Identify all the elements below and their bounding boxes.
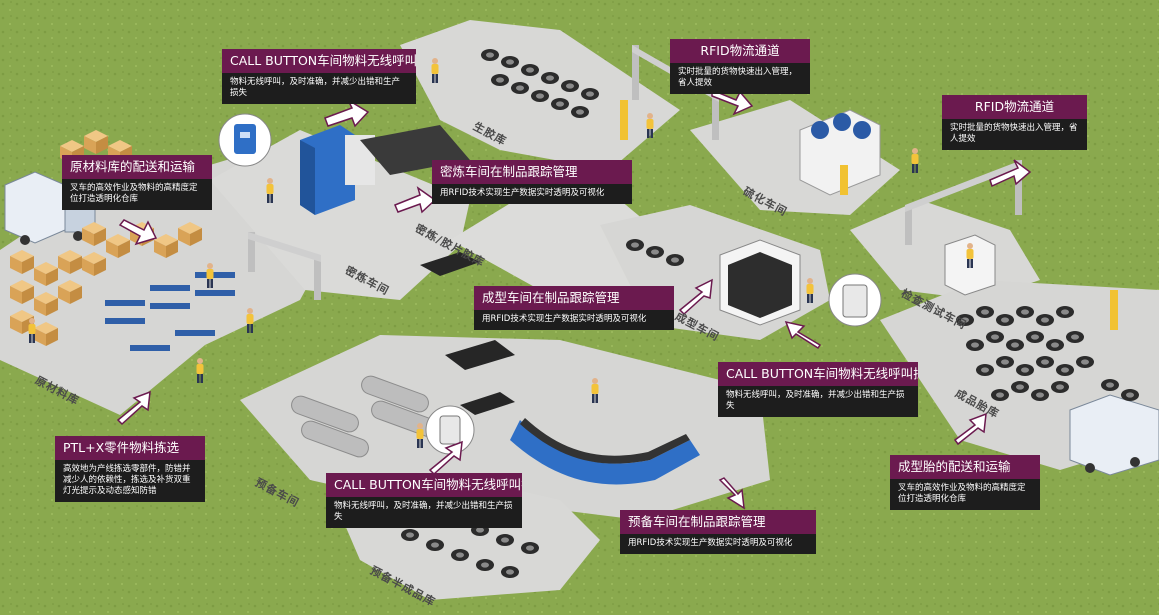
callout-desc: 物料无线呼叫，及时准确，并减少出错和生产损失: [718, 386, 918, 417]
callout-title: CALL BUTTON车间物料无线呼叫拉动: [222, 49, 416, 73]
arrows: [116, 88, 1032, 510]
callout-desc: 实时批量的货物快速出入管理，省人提效: [670, 63, 810, 94]
robot-arms: [620, 100, 1118, 330]
callout-desc: 用RFID技术实现生产数据实时透明及可视化: [432, 184, 632, 204]
callout-title: RFID物流通道: [942, 95, 1087, 119]
callout-desc: 物料无线呼叫，及时准确，并减少出错和生产损失: [222, 73, 416, 104]
callout-title: 密炼车间在制品跟踪管理: [432, 160, 632, 184]
callout-desc: 用RFID技术实现生产数据实时透明及可视化: [474, 310, 674, 330]
conveyor-top: [520, 418, 690, 464]
forming-machine: [719, 239, 801, 326]
callout-desc: 实时批量的货物快速出入管理，省人提效: [942, 119, 1087, 150]
callout-rfid-top: RFID物流通道 实时批量的货物快速出入管理，省人提效: [670, 39, 810, 94]
callout-title: 原材料库的配送和运输: [62, 155, 212, 179]
floor-mixing: [210, 130, 470, 300]
callout-title: RFID物流通道: [670, 39, 810, 63]
rfid-gate-mixing: [248, 232, 321, 300]
callout-title: 预备车间在制品跟踪管理: [620, 510, 816, 534]
callout-forming: 成型车间在制品跟踪管理 用RFID技术实现生产数据实时透明及可视化: [474, 286, 674, 330]
shelving-racks: [105, 272, 235, 351]
callout-title: 成型车间在制品跟踪管理: [474, 286, 674, 310]
callout-prep: 预备车间在制品跟踪管理 用RFID技术实现生产数据实时透明及可视化: [620, 510, 816, 554]
callout-desc: 叉车的高效作业及物料的高精度定位打造透明化仓库: [890, 479, 1040, 510]
callout-desc: 高效地为产线拣选零部件，防错并减少人的依赖性，拣选及补货双重灯光提示及动态感知防…: [55, 460, 205, 502]
call-button-device-icon: [218, 113, 272, 167]
callout-raw-material: 原材料库的配送和运输 叉车的高效作业及物料的高精度定位打造透明化仓库: [62, 155, 212, 210]
callout-title: CALL BUTTON车间物料无线呼叫拉动: [718, 362, 918, 386]
callout-desc: 叉车的高效作业及物料的高精度定位打造透明化仓库: [62, 179, 212, 210]
callout-call-button-top: CALL BUTTON车间物料无线呼叫拉动 物料无线呼叫，及时准确，并减少出错和…: [222, 49, 416, 104]
vulcanizing-machine: [799, 109, 881, 196]
callout-desc: 物料无线呼叫，及时准确，并减少出错和生产损失: [326, 497, 522, 528]
callout-tire-delivery: 成型胎的配送和运输 叉车的高效作业及物料的高精度定位打造透明化仓库: [890, 455, 1040, 510]
rfid-gate-right: [905, 160, 1022, 245]
callout-title: CALL BUTTON车间物料无线呼叫拉动: [326, 473, 522, 497]
callout-title: 成型胎的配送和运输: [890, 455, 1040, 479]
conveyor-belt: [510, 420, 700, 485]
truck-right: [1069, 394, 1159, 476]
callout-title: PTL+X零件物料拣选: [55, 436, 205, 460]
callout-call-button-right: CALL BUTTON车间物料无线呼叫拉动 物料无线呼叫，及时准确，并减少出错和…: [718, 362, 918, 417]
callout-rfid-right: RFID物流通道 实时批量的货物快速出入管理，省人提效: [942, 95, 1087, 150]
rubber-sheets: [420, 252, 515, 415]
inspection-machine: [944, 234, 996, 296]
call-button-device-icon: [828, 273, 882, 327]
callout-ptl: PTL+X零件物料拣选 高效地为产线拣选零部件，防错并减少人的依赖性，拣选及补货…: [55, 436, 205, 502]
callout-call-button-bottom: CALL BUTTON车间物料无线呼叫拉动 物料无线呼叫，及时准确，并减少出错和…: [326, 473, 522, 528]
callout-mixing: 密炼车间在制品跟踪管理 用RFID技术实现生产数据实时透明及可视化: [432, 160, 632, 204]
callout-desc: 用RFID技术实现生产数据实时透明及可视化: [620, 534, 816, 554]
